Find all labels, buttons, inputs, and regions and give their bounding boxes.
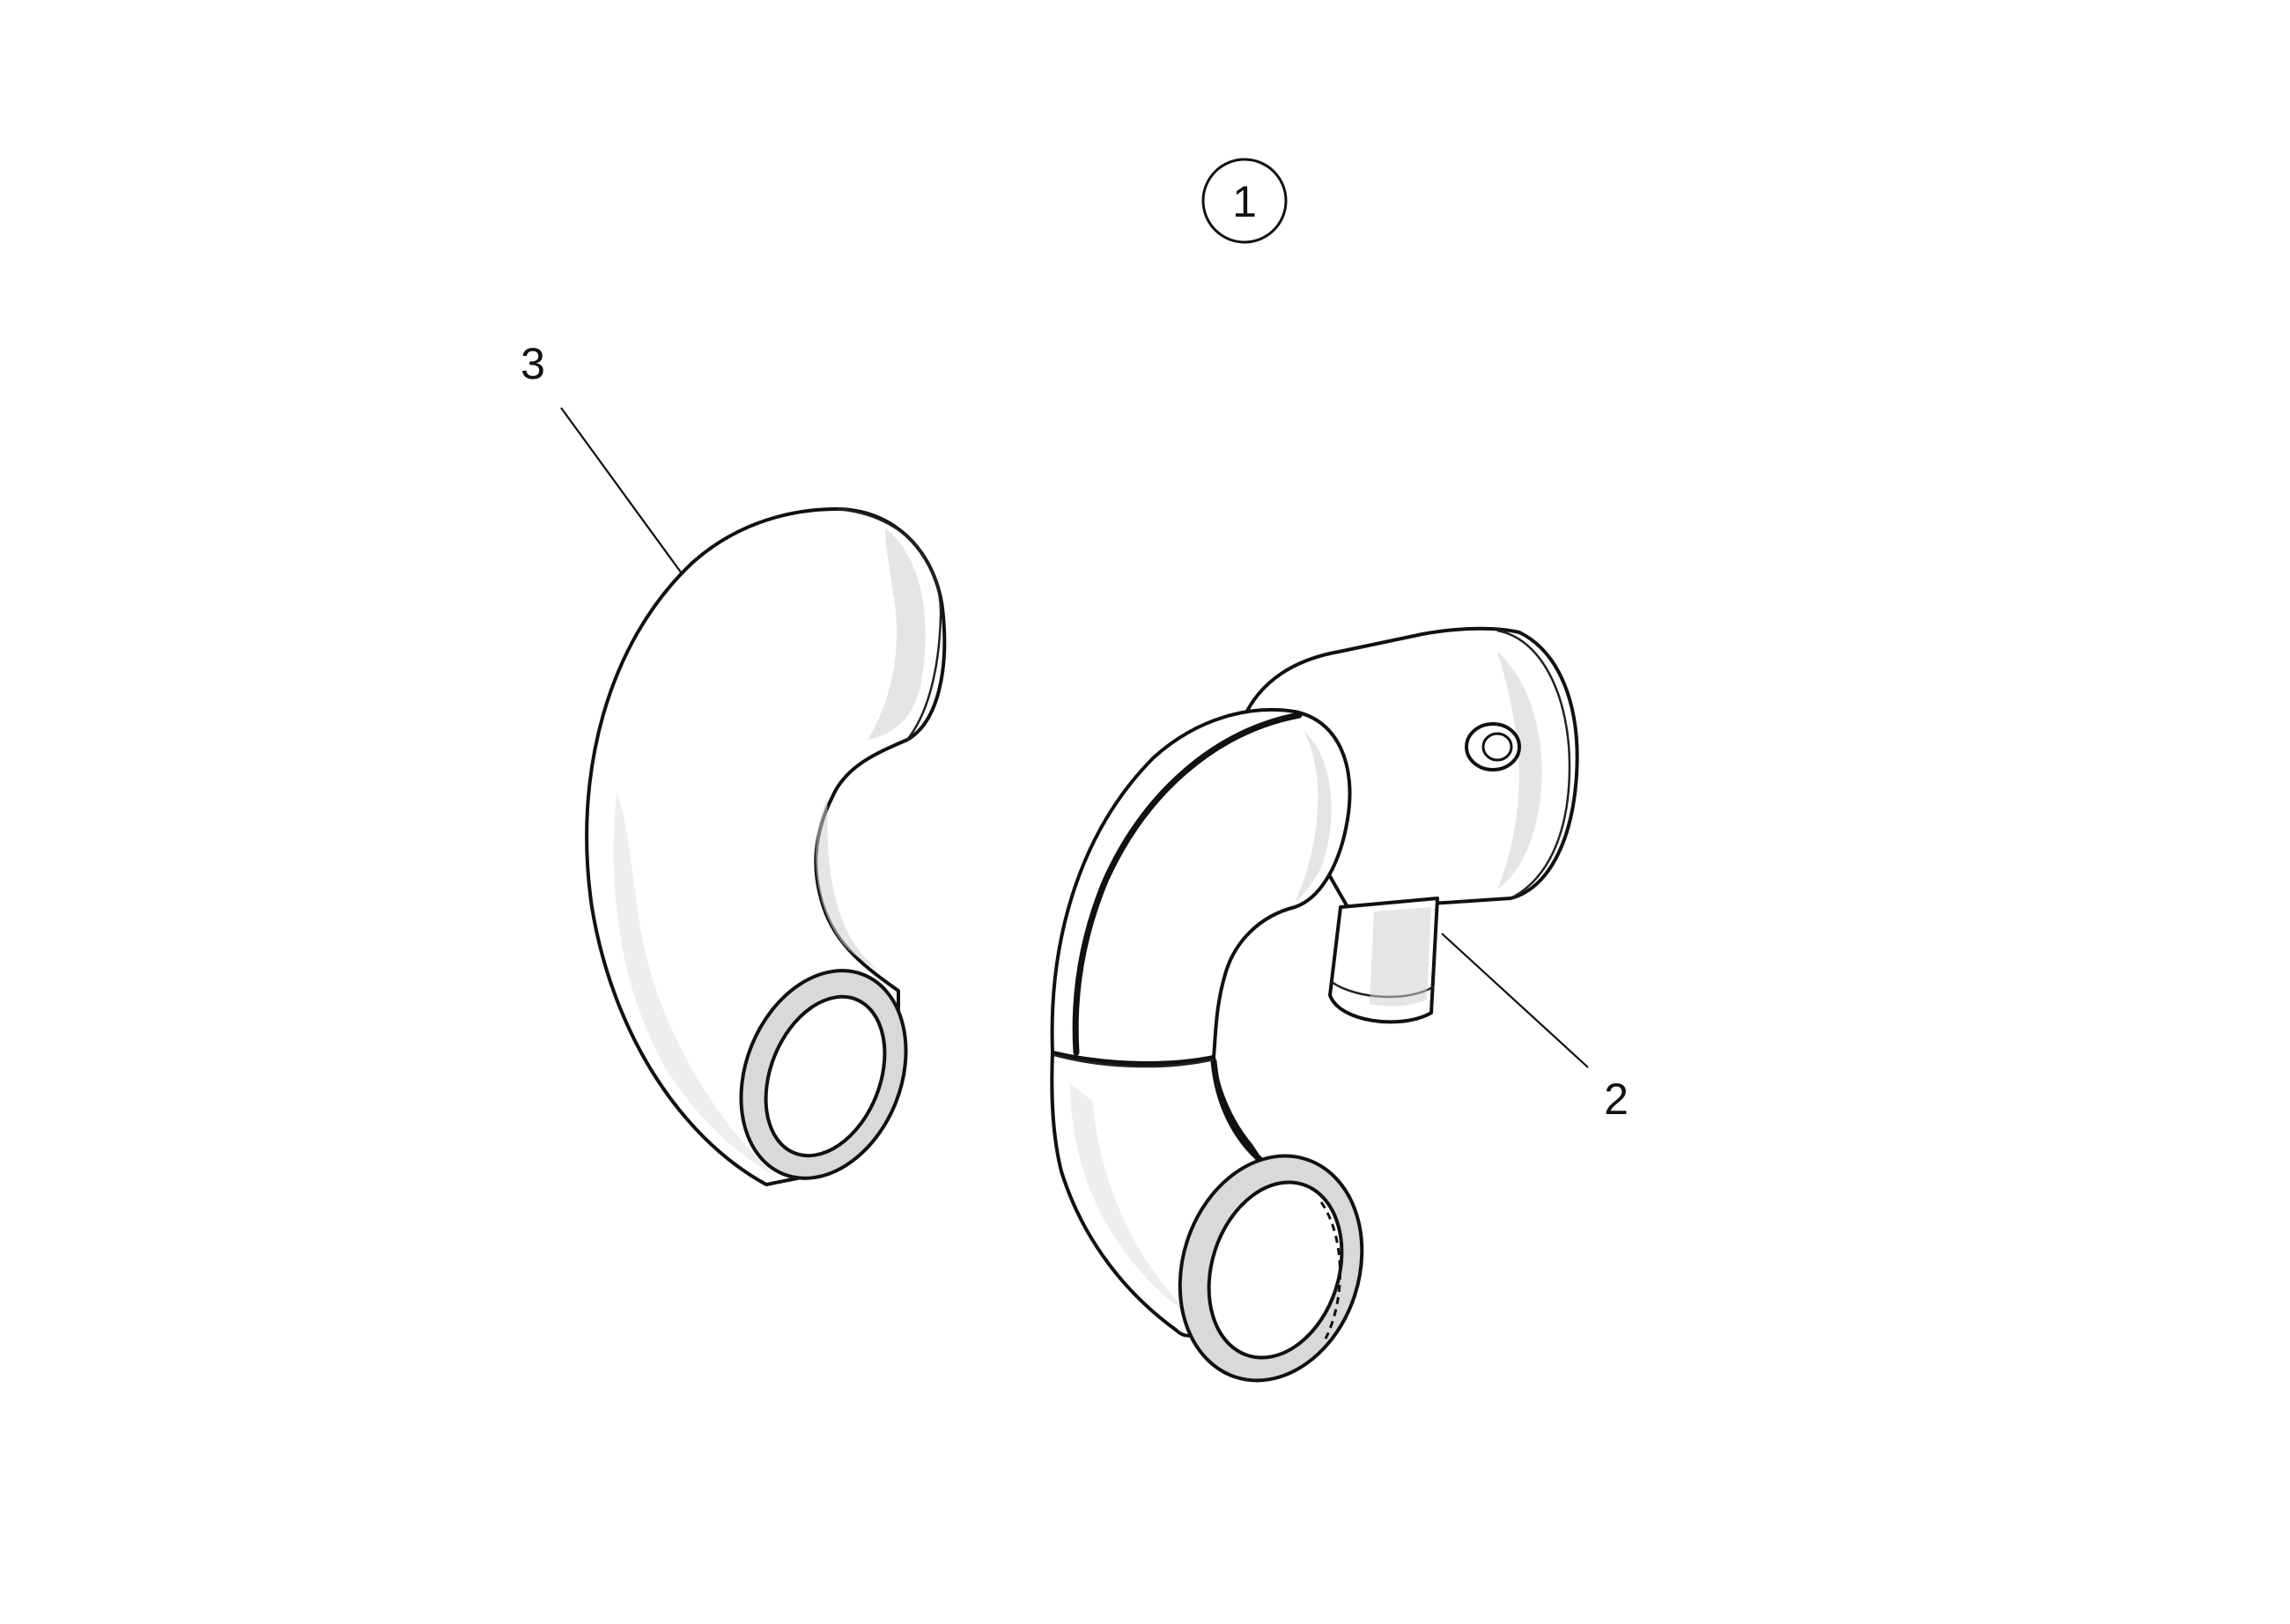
callout-item-2-leader bbox=[1441, 933, 1589, 1068]
part-2-bore bbox=[1207, 1180, 1344, 1360]
callout-item-3-label: 3 bbox=[521, 339, 545, 388]
part-2-lower-elbow-shading bbox=[1070, 1083, 1189, 1314]
part-2-housing-shading bbox=[1497, 652, 1542, 890]
part-2-weld-seam-upper bbox=[1072, 712, 1303, 1056]
group-callout-circle bbox=[1201, 158, 1288, 244]
part-3-shading-3 bbox=[816, 797, 890, 978]
part-2-elbow-assembly[interactable] bbox=[1050, 626, 1579, 1405]
part-2-spout-shading bbox=[1370, 907, 1431, 1007]
part-2-upper-elbow-shading bbox=[1295, 731, 1332, 903]
group-callout-number: 1 bbox=[1232, 177, 1257, 226]
part-3-shading-2 bbox=[613, 793, 775, 1176]
part-3-elbow[interactable] bbox=[585, 507, 947, 1203]
callout-item-3[interactable]: 3 bbox=[521, 339, 701, 600]
part-2-upper-elbow bbox=[1050, 708, 1352, 1065]
part-2-bore-inner-edge bbox=[1319, 1201, 1341, 1340]
group-callout[interactable]: 1 bbox=[1201, 158, 1288, 244]
part-2-housing-end-ring bbox=[1496, 629, 1571, 900]
part-2-weld-seam-lower bbox=[1210, 1058, 1265, 1164]
callout-item-3-leader bbox=[560, 407, 701, 600]
part-2-port-bore bbox=[1481, 732, 1513, 762]
part-2-segment-joint bbox=[1053, 1053, 1215, 1068]
part-3-shading bbox=[868, 528, 926, 740]
part-3-top-end-edge bbox=[836, 507, 942, 741]
part-3-bore bbox=[764, 994, 887, 1158]
callout-item-2[interactable]: 2 bbox=[1441, 933, 1629, 1124]
callout-item-2-label: 2 bbox=[1604, 1074, 1629, 1124]
